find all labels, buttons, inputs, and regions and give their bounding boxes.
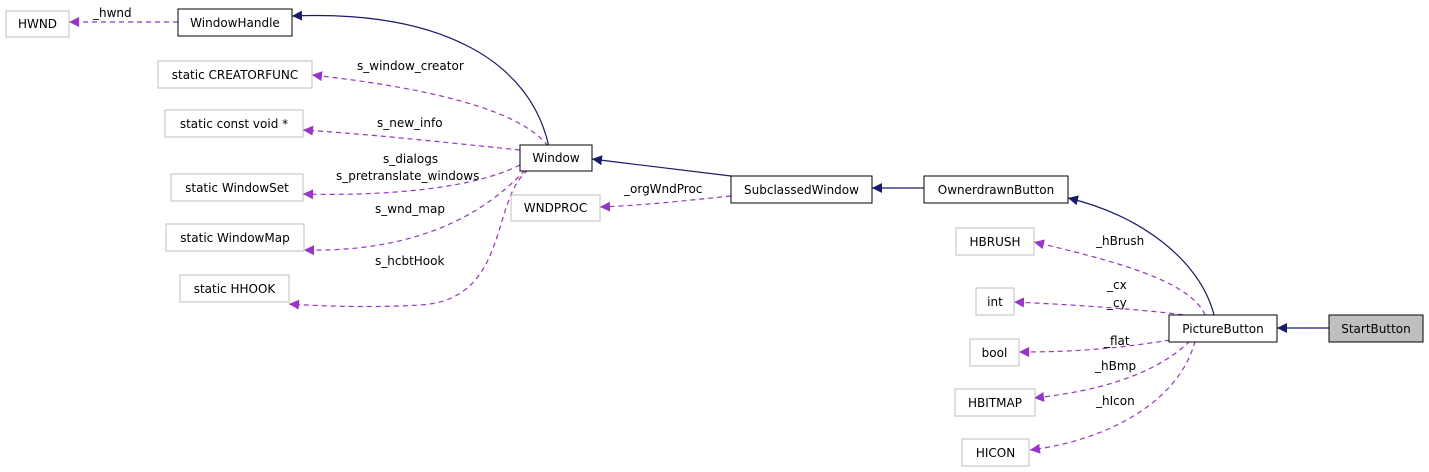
node-subclassed-label: SubclassedWindow — [744, 183, 859, 197]
edge-label-cx: _cx — [1106, 278, 1127, 292]
node-bool-label: bool — [982, 346, 1008, 360]
node-bool[interactable]: bool — [969, 338, 1020, 367]
edge-label-hcbthook: s_hcbtHook — [375, 254, 444, 268]
edge-picture-to-ownerdrawn — [1067, 195, 1215, 316]
node-creatorfunc[interactable]: static CREATORFUNC — [157, 60, 313, 89]
edge-picture-to-int — [1013, 297, 1193, 317]
node-startbutton-label: StartButton — [1341, 322, 1411, 336]
node-wndproc-label: WNDPROC — [524, 201, 587, 215]
node-int[interactable]: int — [975, 287, 1015, 316]
node-int-label: int — [987, 295, 1003, 309]
edge-label-window-creator: s_window_creator — [357, 59, 464, 73]
node-hhook[interactable]: static HHOOK — [179, 274, 290, 303]
edge-window-to-windowset — [302, 164, 521, 200]
node-creatorfunc-label: static CREATORFUNC — [172, 68, 299, 82]
node-hbitmap-label: HBITMAP — [968, 396, 1022, 410]
edge-label-wnd-map: s_wnd_map — [375, 202, 445, 216]
edge-subclassed-to-window — [591, 155, 732, 177]
node-picturebutton-label: PictureButton — [1182, 322, 1263, 336]
node-windowmap-label: static WindowMap — [180, 231, 289, 245]
edge-window-to-windowmap — [303, 169, 526, 256]
edge-label-hbrush: _hBrush — [1095, 234, 1144, 248]
node-hwnd[interactable]: HWND — [5, 10, 70, 38]
node-ownerdrawn-label: OwnerdrawnButton — [938, 183, 1055, 197]
edge-label-dialogs: s_dialogs — [383, 152, 438, 166]
node-constvoid-label: static const void * — [180, 117, 288, 131]
node-startbutton[interactable]: StartButton — [1328, 314, 1424, 343]
node-window-label: Window — [532, 151, 580, 165]
edge-window-to-windowhandle — [291, 10, 550, 148]
node-hhook-label: static HHOOK — [194, 282, 277, 296]
edge-label-new-info: s_new_info — [377, 116, 443, 130]
node-hicon-label: HICON — [976, 446, 1015, 460]
node-subclassed[interactable]: SubclassedWindow — [730, 175, 873, 204]
node-wndproc[interactable]: WNDPROC — [510, 194, 601, 222]
node-hwnd-label: HWND — [18, 17, 57, 31]
node-hbrush-label: HBRUSH — [969, 235, 1020, 249]
edge-label-hicon: _hIcon — [1095, 394, 1135, 408]
edge-label-orgwndproc: _orgWndProc — [623, 182, 702, 196]
edge-picture-to-hicon — [1029, 340, 1196, 454]
edge-subclassed-to-wndproc — [599, 195, 732, 212]
node-window[interactable]: Window — [519, 144, 593, 172]
edge-label-pretranslate-windows: s_pretranslate_windows — [336, 169, 479, 183]
node-windowset-label: static WindowSet — [185, 181, 289, 195]
node-hicon[interactable]: HICON — [961, 438, 1030, 467]
edge-label-cy: _cy — [1106, 296, 1127, 310]
edge-label-flat: _flat — [1103, 334, 1130, 348]
node-windowhandle-label: WindowHandle — [190, 16, 280, 30]
node-windowset[interactable]: static WindowSet — [170, 173, 304, 202]
node-ownerdrawn[interactable]: OwnerdrawnButton — [923, 175, 1069, 204]
edge-label-hwnd: _hwnd — [92, 6, 132, 20]
node-windowhandle[interactable]: WindowHandle — [177, 8, 293, 37]
node-hbrush[interactable]: HBRUSH — [955, 227, 1035, 256]
edge-window-to-constvoid — [302, 125, 521, 151]
edge-label-hbmp: _hBmp — [1094, 359, 1136, 373]
edge-picture-to-bool — [1018, 339, 1171, 357]
node-picturebutton[interactable]: PictureButton — [1168, 314, 1278, 343]
node-constvoid[interactable]: static const void * — [164, 109, 304, 138]
node-hbitmap[interactable]: HBITMAP — [954, 388, 1036, 417]
node-windowmap[interactable]: static WindowMap — [165, 223, 305, 252]
edge-window-to-creatorfunc — [311, 71, 549, 147]
